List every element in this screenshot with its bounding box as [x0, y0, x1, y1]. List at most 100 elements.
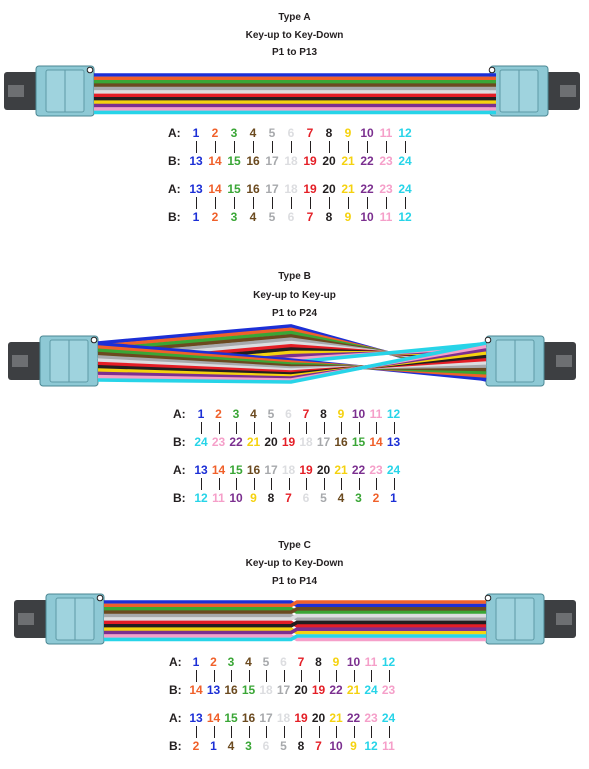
fiber-position-a: 4	[245, 655, 252, 669]
connector-boot-grip	[560, 85, 576, 97]
fiber-position-b: 6	[302, 491, 310, 505]
fiber-position-a: 2	[215, 407, 222, 421]
fiber-link-tick	[405, 197, 406, 209]
fiber-link-tick	[196, 726, 197, 738]
fiber-position-a: 22	[351, 463, 366, 477]
fiber-position-a: 22	[346, 711, 361, 725]
connector-boot-grip	[556, 355, 572, 367]
fiber-position-b: 14	[208, 154, 222, 168]
fiber-link-tick	[306, 478, 307, 490]
fiber-position-a: 12	[381, 655, 396, 669]
fiber-link-tick	[393, 478, 395, 490]
fiber-position-a: 14	[211, 463, 226, 477]
fiber-link-tick	[236, 478, 237, 490]
connector-boot-grip	[556, 613, 572, 625]
fiber-position-b: 21	[346, 683, 361, 697]
fiber-position-a: 11	[369, 407, 383, 421]
fiber-link-tick	[266, 726, 267, 738]
fiber-position-a: 7	[297, 655, 305, 669]
side-b-label: B:	[168, 210, 181, 224]
fiber-position-a: 14	[206, 711, 221, 725]
fiber-position-a: 13	[189, 182, 203, 196]
mpo-connector	[8, 335, 99, 387]
fiber-position-a: 9	[344, 126, 352, 140]
fiber-link-tick	[231, 670, 232, 682]
fiber-position-a: 3	[227, 655, 235, 669]
fiber-link-tick	[253, 422, 255, 434]
fiber-position-a: 16	[246, 182, 260, 196]
fiber-position-a: 21	[341, 182, 355, 196]
fiber-position-b: 2	[211, 210, 219, 224]
fiber-link-tick	[386, 141, 387, 153]
fiber-position-b: 11	[212, 491, 225, 505]
fiber-position-a: 23	[369, 463, 383, 477]
fiber-link-tick	[236, 422, 237, 434]
fiber-position-a: 3	[230, 126, 238, 140]
fiber-position-b: 11	[382, 739, 395, 753]
fiber-position-a: 2	[211, 126, 219, 140]
fiber-position-b: 2	[192, 739, 200, 753]
fiber-link-tick	[348, 141, 349, 153]
fiber-link-tick	[341, 478, 342, 490]
fiber-position-b: 17	[316, 435, 331, 449]
fiber-position-b: 18	[259, 683, 273, 697]
fiber-link-tick	[215, 197, 216, 209]
fiber-link-tick	[291, 141, 292, 153]
fiber-position-a: 4	[250, 407, 257, 421]
fiber-position-b: 21	[341, 154, 355, 168]
side-b-label: B:	[169, 739, 182, 753]
fiber-position-a: 15	[227, 182, 241, 196]
fiber-link-tick	[371, 670, 372, 682]
fiber-link-tick	[291, 197, 292, 209]
fiber-link-tick	[253, 141, 254, 153]
fiber-position-a: 1	[197, 407, 205, 421]
fiber-link-tick	[323, 422, 325, 434]
fiber-link-tick	[213, 670, 215, 682]
fiber-position-b: 16	[334, 435, 348, 449]
fiber-link-tick	[196, 141, 197, 153]
fiber-position-a: 20	[311, 711, 326, 725]
fiber-position-b: 13	[206, 683, 221, 697]
fiber-position-b: 10	[229, 491, 243, 505]
fiber-position-b: 20	[294, 683, 308, 697]
fiber-position-b: 20	[264, 435, 278, 449]
fiber-link-tick	[405, 141, 406, 153]
fiber-link-tick	[201, 478, 202, 490]
fiber-link-tick	[283, 726, 285, 738]
key-marker	[484, 336, 492, 344]
fiber-position-a: 16	[241, 711, 256, 725]
fiber-position-a: 5	[267, 407, 275, 421]
fiber-position-a: 15	[229, 463, 243, 477]
side-b-label: B:	[168, 154, 181, 168]
type-c-cable-illustration	[14, 593, 576, 645]
fiber-position-b: 3	[245, 739, 252, 753]
fiber-link-tick	[336, 726, 337, 738]
fiber-link-tick	[329, 141, 330, 153]
fiber-link-tick	[231, 726, 232, 738]
fiber-position-b: 16	[224, 683, 238, 697]
type-c-subtitle: Key-up to Key-Down	[245, 558, 344, 569]
fiber-link-tick	[318, 726, 320, 738]
type-c-polarity: P1 to P14	[271, 576, 318, 587]
fiber-6	[104, 613, 486, 621]
fiber-position-b: 20	[322, 154, 336, 168]
connector-boot-grip	[8, 85, 24, 97]
fiber-position-b: 23	[211, 435, 226, 449]
fiber-position-b: 15	[351, 435, 366, 449]
fiber-link-tick	[272, 141, 273, 153]
fiber-position-b: 21	[246, 435, 261, 449]
fiber-link-tick	[367, 197, 368, 209]
fiber-position-a: 6	[285, 407, 292, 421]
fiber-position-b: 24	[364, 683, 378, 697]
fiber-position-a: 10	[360, 126, 374, 140]
fiber-position-a: 5	[268, 126, 276, 140]
fiber-position-b: 8	[297, 739, 305, 753]
side-a-label: A:	[168, 182, 181, 196]
fiber-position-b: 5	[320, 491, 327, 505]
fiber-position-b: 9	[350, 739, 357, 753]
fiber-position-b: 1	[390, 491, 397, 505]
fiber-position-a: 18	[281, 463, 296, 477]
fiber-position-a: 6	[287, 126, 295, 140]
